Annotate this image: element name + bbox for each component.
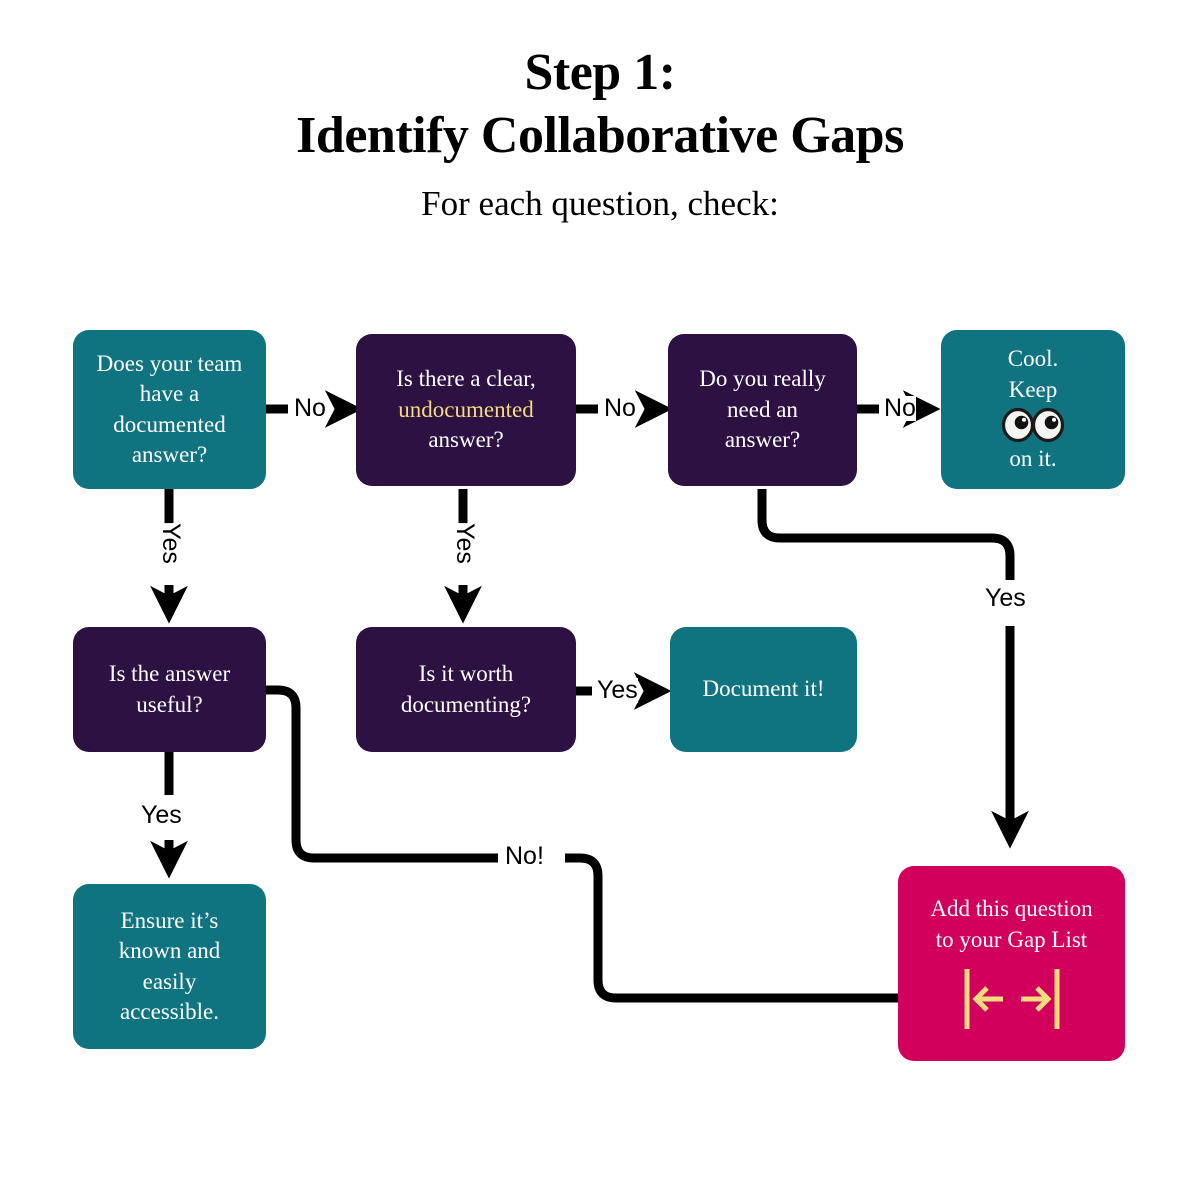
edge-no-exclaim-left: [266, 685, 498, 863]
edge-label-no-exclaim: No!: [505, 842, 544, 870]
page-title-line-1: Step 1:: [524, 44, 676, 101]
node-line: answer?: [131, 441, 208, 467]
node-line: to your Gap List: [935, 926, 1088, 952]
node-line: documented: [113, 411, 226, 437]
node-add-to-gap-list[interactable]: Add this question to your Gap List: [898, 866, 1125, 1061]
edge-label-no-3: No: [884, 394, 916, 422]
page-header: Step 1: Identify Collaborative Gaps For …: [0, 44, 1200, 224]
edge-label-yes-1: Yes: [156, 523, 185, 564]
node-line: Is it worth: [418, 661, 514, 687]
node-line-highlighted: undocumented: [398, 396, 534, 422]
eyes-emoji-icon: [1001, 408, 1065, 443]
node-line: answer?: [724, 427, 801, 453]
node-line: easily: [142, 968, 197, 994]
edge-label-yes-4: Yes: [141, 801, 182, 829]
edge-label-no-1: No: [294, 394, 326, 422]
edge-label-yes-5: Yes: [985, 584, 1026, 612]
node-really-need-answer[interactable]: Do you really need an answer?: [668, 334, 857, 486]
edge-no-exclaim-right: [565, 853, 900, 1003]
node-document-it[interactable]: Document it!: [670, 627, 857, 752]
node-line: Document it!: [702, 676, 825, 702]
node-line: have a: [139, 381, 200, 407]
node-line: documenting?: [400, 691, 532, 717]
node-line: Does your team: [96, 350, 243, 376]
node-line: need an: [727, 396, 798, 422]
node-line: Is the answer: [108, 661, 231, 687]
node-line: known and: [118, 938, 221, 964]
node-line: Is there a clear,: [396, 366, 536, 392]
node-line: Cool.: [1007, 346, 1059, 372]
edge-yes-5-elbow: [757, 489, 1015, 580]
node-line: Ensure it’s: [120, 907, 219, 933]
node-is-answer-useful[interactable]: Is the answer useful?: [73, 627, 266, 752]
node-ensure-known-accessible[interactable]: Ensure it’s known and easily accessible.: [73, 884, 266, 1049]
node-line: Do you really: [699, 366, 826, 392]
gap-arrows-icon: [962, 965, 1062, 1033]
node-worth-documenting[interactable]: Is it worth documenting?: [356, 627, 576, 752]
node-has-documented-answer[interactable]: Does your team have a documented answer?: [73, 330, 266, 489]
node-line: accessible.: [120, 998, 219, 1024]
node-line: Add this question: [930, 896, 1093, 922]
node-cool-keep-eyes-on-it[interactable]: Cool. Keep on it.: [941, 330, 1125, 489]
edge-label-yes-3: Yes: [597, 676, 638, 704]
edge-label-no-2: No: [604, 394, 636, 422]
node-line: on it.: [1009, 446, 1057, 472]
node-line: answer?: [428, 427, 504, 453]
edge-label-yes-2: Yes: [450, 523, 479, 564]
page-title-line-2: Identify Collaborative Gaps: [296, 107, 904, 165]
node-line: Keep: [1008, 376, 1058, 402]
node-line: useful?: [136, 691, 203, 717]
node-clear-undocumented-answer[interactable]: Is there a clear, undocumented answer?: [356, 334, 576, 486]
page-subtitle: For each question, check:: [421, 184, 779, 224]
